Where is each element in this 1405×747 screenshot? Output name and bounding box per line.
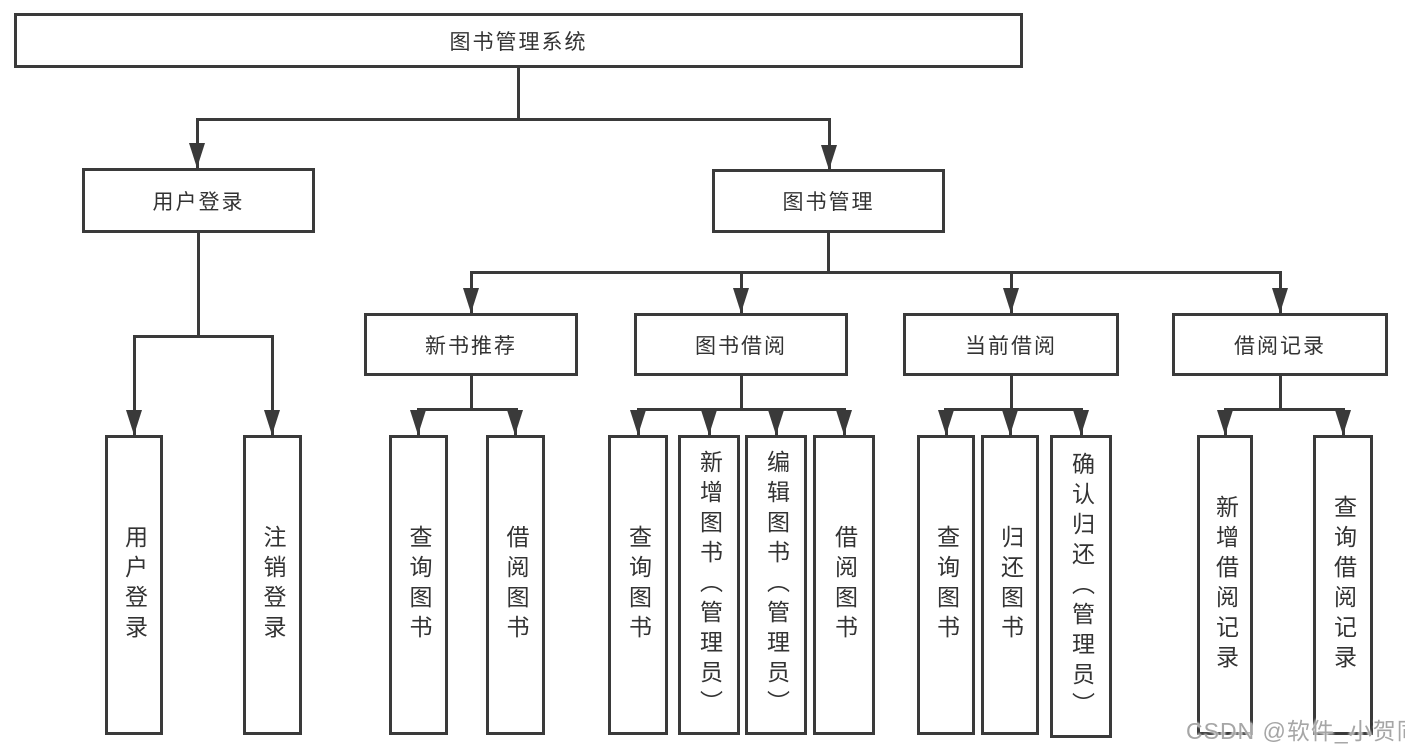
connector-drop [828,118,831,170]
arrow-down-icon [410,410,426,435]
arrow-down-icon [264,410,280,435]
arrow-down-icon [1272,288,1288,313]
connector-newbook-trunk [470,376,473,408]
leaf-confirm-return-admin: 确认归还（管理员） [1050,435,1112,738]
leaf-query-borrow-record: 查询借阅记录 [1313,435,1373,735]
leaf-borrow-books: 借阅图书 [813,435,875,735]
connector-drop [133,335,136,435]
arrow-down-icon [1073,410,1089,435]
arrow-down-icon [938,410,954,435]
node-borrow-records: 借阅记录 [1172,313,1388,376]
node-root: 图书管理系统 [14,13,1023,68]
arrow-down-icon [733,288,749,313]
arrow-down-icon [1217,410,1233,435]
leaf-query-books-borrow: 查询图书 [608,435,668,735]
leaf-add-borrow-record: 新增借阅记录 [1197,435,1253,735]
leaf-return-books: 归还图书 [981,435,1039,735]
connector-bookborrow-rail [637,408,846,411]
arrow-down-icon [1002,410,1018,435]
connector-userlogin-rail [133,335,274,338]
connector-records-trunk [1279,376,1282,408]
leaf-logout: 注销登录 [243,435,302,735]
node-user-login: 用户登录 [82,168,315,233]
arrow-down-icon [189,143,205,168]
leaf-borrow-books-recommend: 借阅图书 [486,435,545,735]
node-current-borrow: 当前借阅 [903,313,1119,376]
csdn-watermark: CSDN @软件_小贺同学 [1186,718,1405,744]
arrow-down-icon [1003,288,1019,313]
node-book-management: 图书管理 [712,169,945,233]
arrow-down-icon [821,145,837,170]
leaf-edit-book-admin: 编辑图书（管理员） [745,435,807,735]
connector-bookborrow-trunk [740,376,743,408]
connector-current-rail [944,408,1082,411]
arrow-down-icon [701,410,717,435]
arrow-down-icon [836,410,852,435]
arrow-down-icon [1335,410,1351,435]
connector-userlogin-trunk [197,233,200,335]
node-new-book-recommend: 新书推荐 [364,313,578,376]
connector-current-trunk [1010,376,1013,408]
arrow-down-icon [630,410,646,435]
arrow-down-icon [507,410,523,435]
connector-bookmgmt-trunk [827,233,830,271]
connector-root-rail [196,118,831,121]
arrow-down-icon [126,410,142,435]
leaf-user-login: 用户登录 [105,435,163,735]
leaf-add-book-admin: 新增图书（管理员） [678,435,740,735]
connector-newbook-rail [417,408,518,411]
connector-records-rail [1224,408,1345,411]
node-book-borrow: 图书借阅 [634,313,848,376]
arrow-down-icon [463,288,479,313]
leaf-query-books-recommend: 查询图书 [389,435,448,735]
connector-bookmgmt-rail [470,271,1282,274]
leaf-query-books-current: 查询图书 [917,435,975,735]
connector-root-trunk [517,68,520,121]
connector-drop [271,335,274,435]
arrow-down-icon [768,410,784,435]
